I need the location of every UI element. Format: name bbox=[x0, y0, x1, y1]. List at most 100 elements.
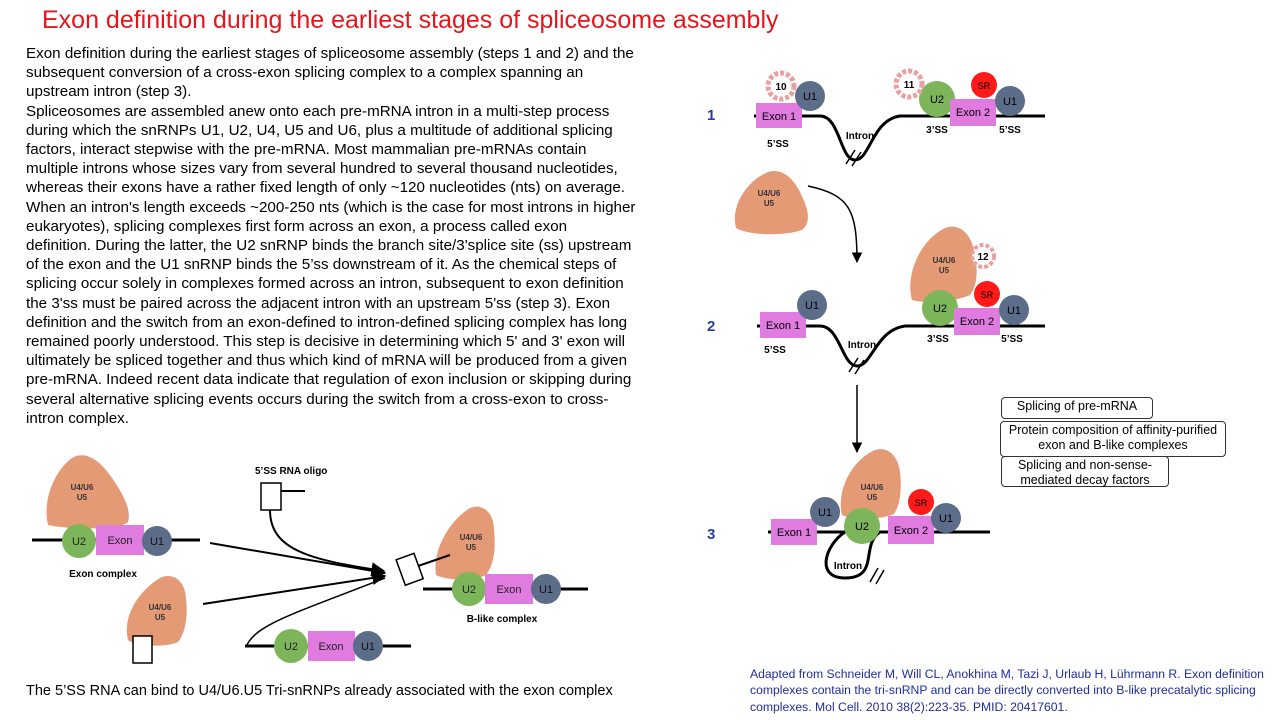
b-like-label: B-like complex bbox=[467, 614, 538, 625]
step1-break bbox=[845, 149, 862, 167]
arrow-4 bbox=[245, 577, 386, 648]
step3-u2 bbox=[844, 508, 880, 544]
u2-label-2: U2 bbox=[284, 641, 298, 653]
step1-sr bbox=[971, 72, 997, 98]
tri-snrnp-shape-2 bbox=[126, 576, 187, 646]
step3-exon1-label: Exon 1 bbox=[777, 527, 811, 539]
step2-5ss-left: 5’SS bbox=[764, 345, 786, 356]
tri-label-2-c: U5 bbox=[466, 543, 477, 552]
u2-label: U2 bbox=[72, 536, 86, 548]
step2-exon1 bbox=[760, 312, 806, 338]
step2-u1-right bbox=[999, 295, 1029, 325]
step1-badge-11-label: 11 bbox=[904, 80, 915, 91]
tri-snrnp-shape-3 bbox=[435, 506, 495, 580]
step1-5ss-left: 5’SS bbox=[767, 139, 789, 150]
description-text: Exon definition during the earliest stag… bbox=[26, 44, 636, 428]
step2-u1-right-label: U1 bbox=[1007, 305, 1021, 317]
oligo-label: 5’SS RNA oligo bbox=[255, 466, 327, 477]
tri-label-2: U5 bbox=[77, 493, 88, 502]
step3-rna bbox=[768, 530, 990, 580]
legend-box-splicing: Splicing of pre-mRNA bbox=[1001, 397, 1153, 419]
step1-u1-right-label: U1 bbox=[1003, 96, 1017, 108]
step2-intron-label: Intron bbox=[848, 340, 876, 351]
step2-u2-label: U2 bbox=[933, 303, 947, 315]
tri-label-1-b: U4/U6 bbox=[149, 603, 172, 612]
step2-exon2-label: Exon 2 bbox=[960, 316, 994, 328]
step2-sr bbox=[974, 281, 1000, 307]
step2-break bbox=[848, 357, 865, 375]
u2-circle-3 bbox=[452, 572, 486, 606]
u2-circle bbox=[62, 524, 96, 558]
u1-label-2: U1 bbox=[361, 641, 375, 653]
arrow-2 bbox=[202, 570, 387, 605]
paragraph-main: Spliceosomes are assembled anew onto eac… bbox=[26, 102, 636, 427]
step2-u1-left bbox=[797, 290, 827, 320]
tri-free-label-2: U5 bbox=[764, 199, 775, 208]
step3-u1-left bbox=[810, 497, 840, 527]
step1-exon2-label: Exon 2 bbox=[956, 107, 990, 119]
step1-u1-left bbox=[795, 81, 825, 111]
step1-3ss: 3’SS bbox=[926, 125, 948, 136]
step3-sr-label: SR bbox=[915, 498, 928, 508]
step3-tri-label-2: U5 bbox=[867, 493, 878, 502]
source-citation: Adapted from Schneider M, Will CL, Anokh… bbox=[750, 667, 1264, 714]
step2-5ss-right: 5’SS bbox=[1001, 334, 1023, 345]
tri-snrnp-free bbox=[734, 170, 808, 235]
legend-box-protein: Protein composition of affinity-purified… bbox=[1000, 421, 1226, 457]
paragraph-intro: Exon definition during the earliest stag… bbox=[26, 45, 634, 101]
step2-exon1-label: Exon 1 bbox=[766, 320, 800, 332]
step1-exon1-label: Exon 1 bbox=[762, 111, 796, 123]
step1-exon2 bbox=[950, 99, 996, 126]
exon-label-3: Exon bbox=[496, 584, 521, 596]
step1-to-2-arrow bbox=[807, 185, 863, 264]
slide-title: Exon definition during the earliest stag… bbox=[42, 6, 779, 34]
arrow-3 bbox=[269, 509, 386, 577]
exon-complex-label: Exon complex bbox=[69, 569, 137, 580]
step3-u2-label: U2 bbox=[855, 521, 869, 533]
oligo-tail-bound bbox=[417, 554, 451, 567]
step2-badge-12 bbox=[970, 243, 996, 269]
step3-tri bbox=[840, 449, 901, 519]
step-number-1: 1 bbox=[707, 107, 715, 124]
tri-label-2-b: U5 bbox=[155, 613, 166, 622]
step3-exon2-label: Exon 2 bbox=[894, 525, 928, 537]
step3-sr bbox=[908, 489, 934, 515]
oligo-square bbox=[132, 635, 153, 664]
step-number-2: 2 bbox=[707, 318, 715, 335]
step3-exon1 bbox=[771, 519, 817, 545]
step3-intron-label: Intron bbox=[834, 561, 862, 572]
step2-badge-12-label: 12 bbox=[977, 252, 989, 263]
u1-circle bbox=[142, 526, 172, 556]
step1-u2 bbox=[919, 81, 955, 117]
u1-label-3: U1 bbox=[539, 584, 553, 596]
exon-box-3 bbox=[485, 574, 533, 604]
exon-label: Exon bbox=[107, 535, 132, 547]
u1-circle-3 bbox=[531, 574, 561, 604]
step2-rna bbox=[757, 324, 1045, 368]
step1-badge-10-label: 10 bbox=[775, 82, 787, 93]
arrow-1 bbox=[209, 542, 387, 578]
step1-exon1 bbox=[756, 103, 802, 128]
step3-u1-left-label: U1 bbox=[818, 507, 832, 519]
tri-label-1-c: U4/U6 bbox=[460, 533, 483, 542]
figure-caption: The 5’SS RNA can bind to U4/U6.U5 Tri-sn… bbox=[26, 683, 613, 699]
exon-box-2 bbox=[308, 631, 355, 661]
step1-badge-11 bbox=[893, 68, 925, 100]
exon-label-2: Exon bbox=[318, 641, 343, 653]
step3-u1-right bbox=[931, 503, 961, 533]
step3-break bbox=[869, 567, 885, 585]
step-number-3: 3 bbox=[707, 526, 715, 543]
exon-box bbox=[96, 525, 144, 555]
step2-tri bbox=[910, 226, 977, 303]
u2-circle-2 bbox=[274, 629, 308, 663]
step2-tri-label-1: U4/U6 bbox=[933, 256, 956, 265]
tri-snrnp-shape bbox=[46, 455, 129, 529]
step3-exon2 bbox=[888, 516, 934, 544]
step3-tri-label-1: U4/U6 bbox=[861, 483, 884, 492]
step1-badge-10 bbox=[765, 70, 797, 102]
step1-u1-left-label: U1 bbox=[803, 91, 817, 103]
tri-label-1: U4/U6 bbox=[71, 483, 94, 492]
step2-sr-label: SR bbox=[981, 290, 994, 300]
step2-u1-left-label: U1 bbox=[805, 300, 819, 312]
step2-3ss: 3’SS bbox=[927, 334, 949, 345]
